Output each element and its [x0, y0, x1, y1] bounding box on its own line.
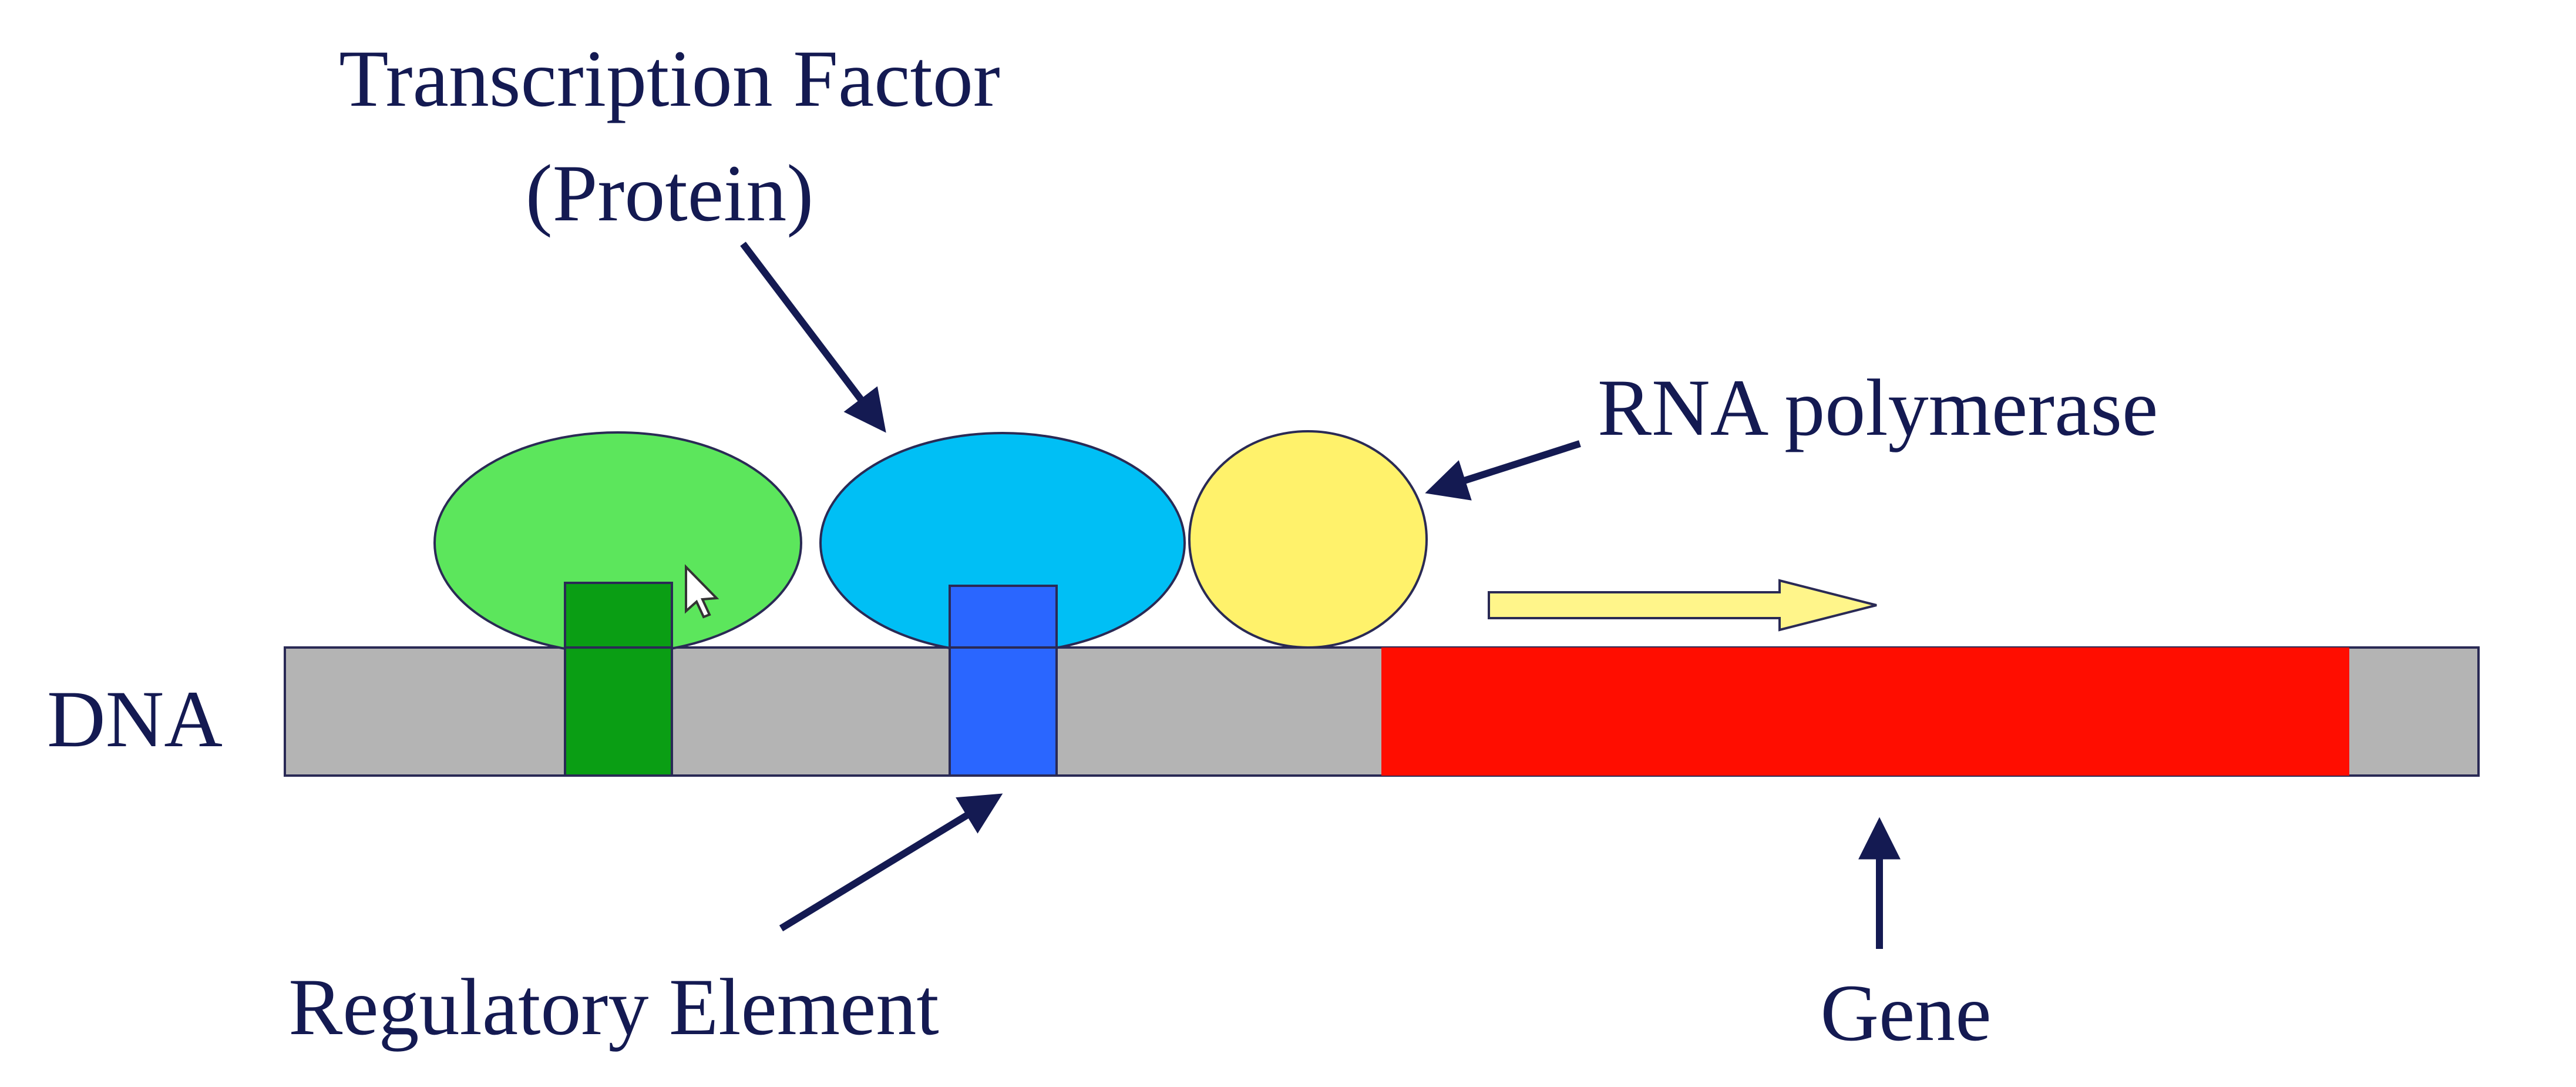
green-regulatory-element: [564, 582, 673, 777]
transcription-factor-label: Transcription Factor: [339, 33, 1000, 123]
gene-label: Gene: [1820, 968, 1991, 1058]
regulatory-element-arrow: [779, 793, 1003, 932]
dna-label: DNA: [47, 674, 223, 764]
rna-polymerase-arrow: [1425, 440, 1581, 501]
gene-segment: [1381, 647, 2349, 776]
transcription-direction-arrow: [1488, 579, 1877, 632]
blue-regulatory-element: [949, 585, 1058, 777]
mouse-cursor-icon: [685, 564, 719, 619]
transcription-factor-sub-label: (Protein): [526, 148, 814, 238]
rna-polymerase-label: RNA polymerase: [1598, 363, 2158, 452]
transcription-factor-arrow: [740, 241, 886, 433]
rna-polymerase-protein: [1188, 430, 1428, 649]
regulatory-element-label: Regulatory Element: [288, 962, 939, 1052]
